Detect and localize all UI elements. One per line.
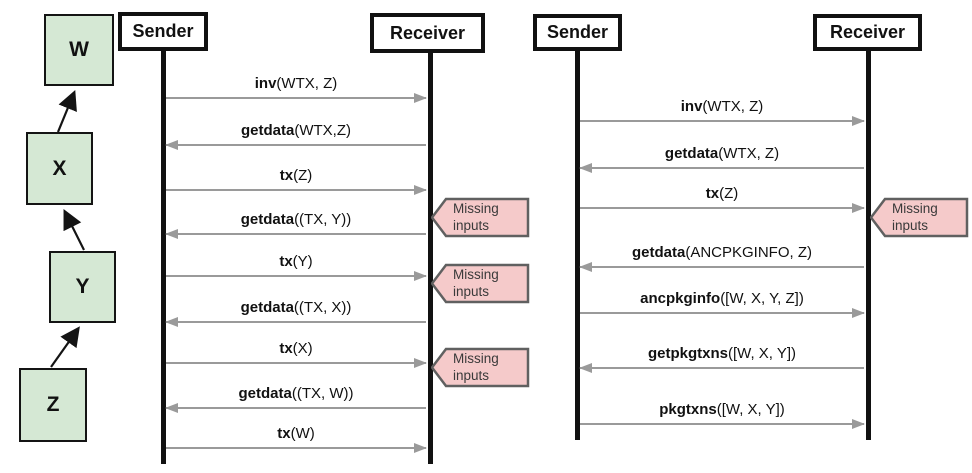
seq2-sender-box: Sender [533, 14, 622, 51]
arrow-line [580, 312, 864, 314]
message-row: getdata((TX, W)) [165, 383, 426, 413]
message-row: inv(WTX, Z) [166, 73, 427, 103]
message-row: tx(W) [166, 423, 427, 453]
actor-label: Receiver [829, 22, 906, 42]
actor-label: Sender [546, 22, 609, 42]
arrowhead-left-icon [579, 163, 592, 173]
arrowhead-right-icon [414, 271, 427, 281]
arrow-line [580, 167, 864, 169]
seq1-receiver-box: Receiver [370, 13, 485, 53]
tag-shape [870, 197, 969, 238]
arrowhead-left-icon [579, 262, 592, 272]
seq1-sender-lifeline [160, 51, 166, 464]
message-row: getdata((TX, X)) [165, 297, 426, 327]
graph-node-z: Z [19, 368, 87, 442]
arrow-line [166, 189, 426, 191]
arrow-line [166, 407, 426, 409]
message-label: getdata((TX, W)) [238, 385, 354, 402]
arrowhead-right-icon [414, 358, 427, 368]
arrowhead-right-icon [852, 308, 865, 318]
node-label: Y [75, 275, 90, 298]
arrow-line [580, 266, 864, 268]
arrow-line [166, 362, 426, 364]
missing-inputs-tag: Missing inputs [870, 197, 969, 238]
missing-inputs-tag: Missing inputs [431, 263, 530, 304]
message-label: getpkgtxns([W, X, Y]) [647, 345, 797, 362]
arrowhead-right-icon [414, 93, 427, 103]
message-label: tx(Z) [279, 167, 313, 184]
message-label: getdata(ANCPKGINFO, Z) [631, 244, 812, 261]
tag-label: Missing inputs [453, 267, 499, 299]
arrow-line [166, 97, 426, 99]
message-label: tx(X) [279, 340, 313, 357]
tag-label: Missing inputs [453, 351, 499, 383]
arrow-line [166, 447, 426, 449]
tag-shape [431, 263, 530, 304]
actor-label: Sender [132, 21, 194, 41]
missing-inputs-tag: Missing inputs [431, 197, 530, 238]
message-row: pkgtxns([W, X, Y]) [580, 399, 865, 429]
node-label: Z [46, 393, 60, 416]
tag-label: Missing inputs [892, 201, 938, 233]
graph-node-y: Y [49, 251, 116, 323]
message-label: tx(Y) [279, 253, 313, 270]
message-label: inv(WTX, Z) [680, 98, 764, 115]
node-label: W [69, 38, 89, 61]
arrowhead-right-icon [852, 116, 865, 126]
message-row: tx(Z) [580, 183, 865, 213]
message-row: ancpkginfo([W, X, Y, Z]) [580, 288, 865, 318]
arrowhead-left-icon [165, 140, 178, 150]
message-row: inv(WTX, Z) [580, 96, 865, 126]
message-row: tx(Y) [166, 251, 427, 281]
seq2-sender-lifeline [575, 51, 580, 440]
tag-shape [431, 197, 530, 238]
seq1-receiver-lifeline [427, 53, 433, 464]
arrow-line [580, 423, 864, 425]
seq2-receiver-box: Receiver [813, 14, 922, 51]
arrowhead-right-icon [414, 443, 427, 453]
graph-node-x: X [26, 132, 93, 205]
node-label: X [52, 156, 67, 180]
arrowhead-left-icon [165, 403, 178, 413]
seq2-receiver-lifeline [865, 51, 871, 440]
arrow-line [580, 367, 864, 369]
message-label: getdata((TX, Y)) [240, 211, 352, 228]
message-label: getdata(WTX,Z) [241, 122, 351, 139]
message-row: getdata((TX, Y)) [165, 209, 426, 239]
arrow-z-to-y [50, 326, 80, 368]
arrowhead-right-icon [414, 185, 427, 195]
message-label: tx(Z) [705, 185, 739, 202]
message-label: pkgtxns([W, X, Y]) [659, 401, 785, 418]
arrow-y-to-x [63, 209, 85, 251]
seq1-sender-box: Sender [118, 12, 208, 51]
message-row: getdata(WTX, Z) [579, 143, 864, 173]
message-label: getdata(WTX, Z) [664, 145, 780, 162]
tag-shape [431, 347, 530, 388]
arrow-line [166, 275, 426, 277]
message-row: getpkgtxns([W, X, Y]) [579, 343, 864, 373]
missing-inputs-tag: Missing inputs [431, 347, 530, 388]
arrowhead-left-icon [579, 363, 592, 373]
tag-label: Missing inputs [453, 201, 499, 233]
message-label: tx(W) [277, 425, 315, 442]
message-label: inv(WTX, Z) [254, 75, 338, 92]
arrowhead-right-icon [852, 203, 865, 213]
arrowhead-right-icon [852, 419, 865, 429]
message-row: getdata(ANCPKGINFO, Z) [579, 242, 864, 272]
actor-label: Receiver [389, 22, 466, 43]
graph-node-w: W [44, 14, 114, 86]
arrowhead-left-icon [165, 317, 178, 327]
arrow-line [166, 144, 426, 146]
arrow-line [580, 120, 864, 122]
message-label: getdata((TX, X)) [240, 299, 352, 316]
arrowhead-left-icon [165, 229, 178, 239]
message-row: tx(X) [166, 338, 427, 368]
arrow-line [166, 321, 426, 323]
message-label: ancpkginfo([W, X, Y, Z]) [640, 290, 804, 307]
message-row: getdata(WTX,Z) [165, 120, 426, 150]
message-row: tx(Z) [166, 165, 427, 195]
arrow-line [580, 207, 864, 209]
arrow-x-to-w [56, 89, 77, 133]
arrow-line [166, 233, 426, 235]
